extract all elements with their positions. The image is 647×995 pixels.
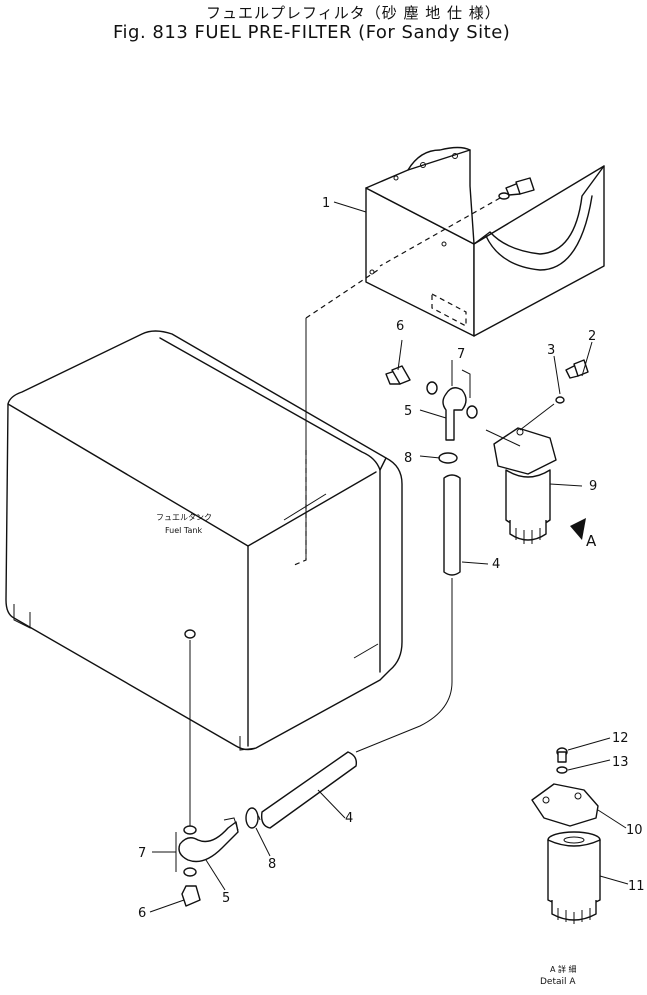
upper-banjo-assembly bbox=[385, 365, 478, 441]
callout-4-lower: 4 bbox=[345, 811, 353, 826]
callout-5-lower: 5 bbox=[222, 891, 230, 906]
callout-7-upper: 7 bbox=[457, 347, 465, 362]
lower-hose-assembly bbox=[245, 751, 358, 829]
bracket-bolt bbox=[379, 177, 535, 267]
detail-a-element-part-11 bbox=[547, 831, 601, 924]
detail-a-label: Detail A bbox=[540, 977, 576, 987]
callout-9: 9 bbox=[589, 479, 597, 494]
fuel-hose-upper bbox=[355, 474, 461, 753]
lower-banjo-assembly bbox=[178, 817, 239, 907]
callout-7-lower: 7 bbox=[138, 846, 146, 861]
detail-view-arrow-label: A bbox=[586, 532, 597, 550]
figure-title: Fig. 813 FUEL PRE-FILTER (For Sandy Site… bbox=[113, 22, 511, 43]
callout-6-upper: 6 bbox=[396, 319, 404, 334]
figure-title-japanese: フュエルプレフィルタ（砂 塵 地 仕 様） bbox=[206, 4, 501, 22]
fuel-tank: フュエルタンク Fuel Tank bbox=[5, 330, 403, 751]
callout-6-lower: 6 bbox=[138, 906, 146, 921]
callout-11: 11 bbox=[628, 879, 645, 894]
callout-10: 10 bbox=[626, 823, 643, 838]
callout-4-upper: 4 bbox=[492, 557, 500, 572]
detail-a-head-part-10 bbox=[531, 747, 599, 827]
callout-13: 13 bbox=[612, 755, 629, 770]
callout-8-upper: 8 bbox=[404, 451, 412, 466]
callout-12: 12 bbox=[612, 731, 629, 746]
fuel-tank-label: Fuel Tank bbox=[165, 526, 202, 535]
callout-8-lower: 8 bbox=[268, 857, 276, 872]
callout-2: 2 bbox=[588, 329, 596, 344]
bracket-part-1 bbox=[365, 146, 605, 337]
callout-5-upper: 5 bbox=[404, 404, 412, 419]
fuel-tank-label-japanese: フュエルタンク bbox=[156, 513, 212, 522]
pre-filter-part-9: A bbox=[485, 359, 597, 550]
callout-3: 3 bbox=[547, 343, 555, 358]
detail-a-label-japanese: A 詳 細 bbox=[550, 964, 577, 974]
hose-clamp-upper bbox=[438, 452, 458, 464]
callout-1: 1 bbox=[322, 196, 330, 211]
callout-leaders bbox=[149, 201, 629, 913]
